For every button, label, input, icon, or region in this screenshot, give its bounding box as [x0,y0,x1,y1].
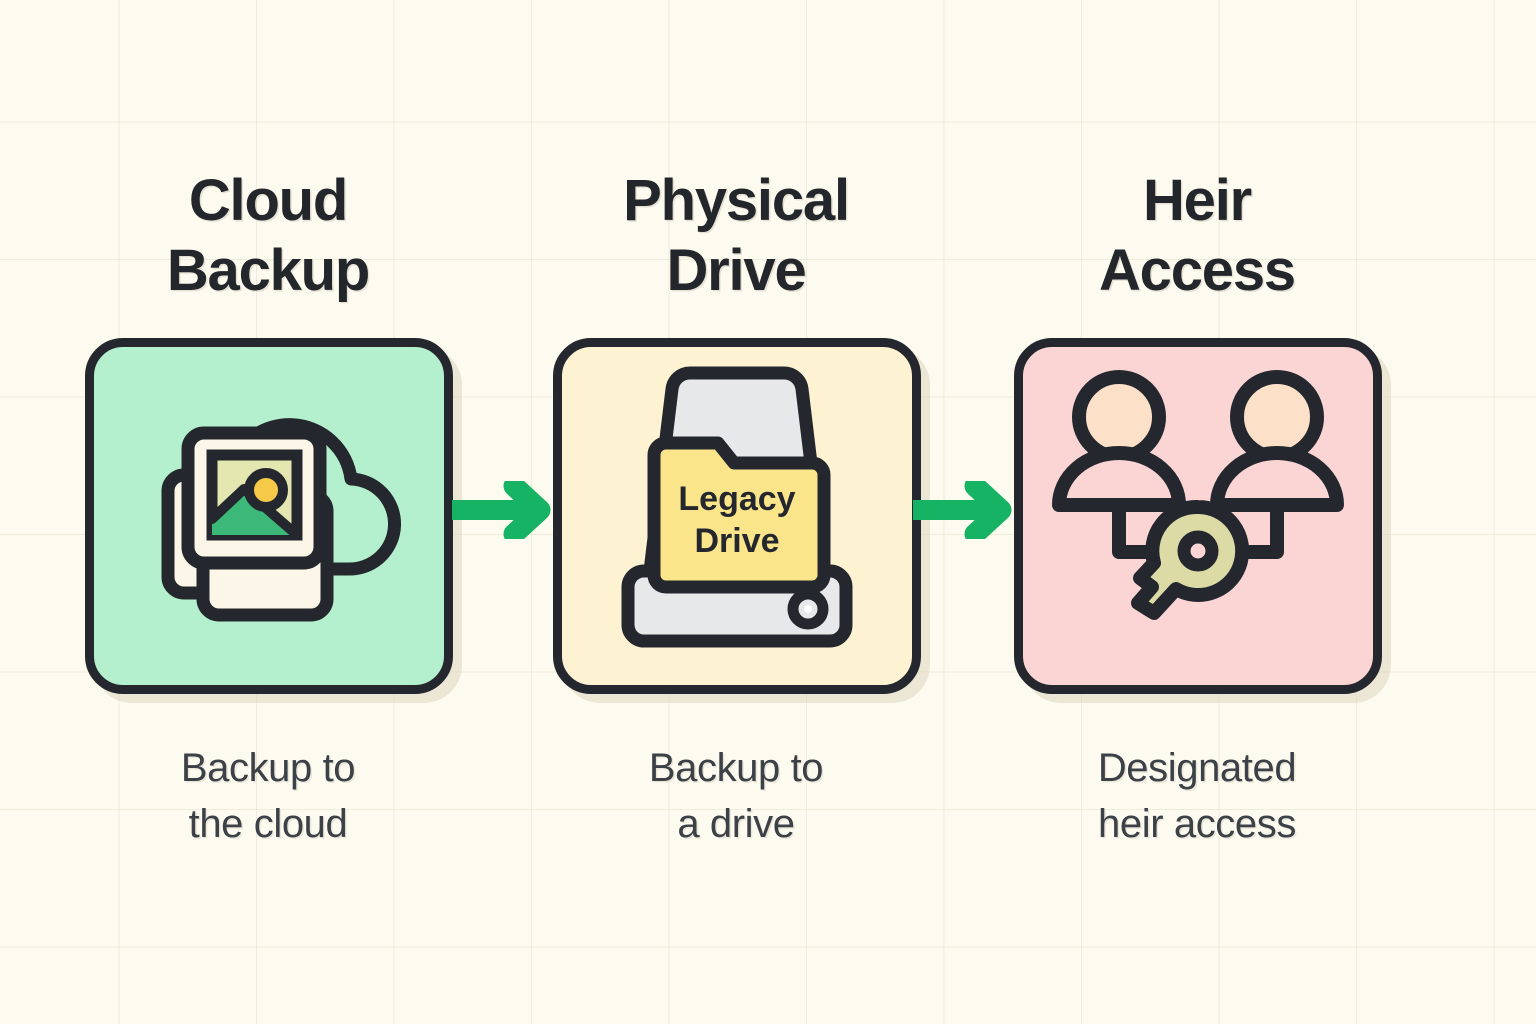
person-left-body-icon [1052,446,1186,512]
external-hard-drive-icon: Legacy Drive [621,366,853,648]
step-physical-drive: Physical Drive Legacy Drive Backup to a … [550,0,922,1024]
two-people-with-key-icon [1052,370,1344,620]
card-physical-drive[interactable]: Legacy Drive [553,338,921,694]
step-cloud-backup: Cloud Backup Backup to the cloud [82,0,454,1024]
step-title-physical-drive: Physical Drive [623,168,850,303]
arrow-head [503,475,551,545]
arrow-head [964,475,1012,545]
right-arrow-icon [452,475,551,545]
right-arrow-icon [913,475,1012,545]
card-cloud-backup[interactable] [85,338,453,694]
card-heir-access[interactable] [1014,338,1382,694]
person-right-body-icon [1210,446,1344,512]
person-left-head-icon [1072,370,1166,464]
arrow-drive-to-heir [913,475,1021,545]
arrow-cloud-to-drive [452,475,560,545]
drive-led-center [804,605,812,613]
step-title-heir-access: Heir Access [1099,168,1296,303]
legacy-folder-icon [647,436,831,594]
cloud-photos-icon [161,418,401,622]
step-caption-cloud-backup: Backup to the cloud [180,746,356,846]
key-hole [1177,530,1219,572]
person-right-head-icon [1230,370,1324,464]
step-caption-physical-drive: Backup to a drive [648,746,824,846]
step-title-cloud-backup: Cloud Backup [166,168,371,303]
step-heir-access: Heir Access Designated heir access [1011,0,1383,1024]
step-caption-heir-access: Designated heir access [1097,746,1297,846]
folder-label-line-2: Drive [694,522,779,560]
photo-hill-outline [207,484,302,540]
photo-sun-icon [244,468,288,512]
folder-label-line-1: Legacy [678,480,795,518]
